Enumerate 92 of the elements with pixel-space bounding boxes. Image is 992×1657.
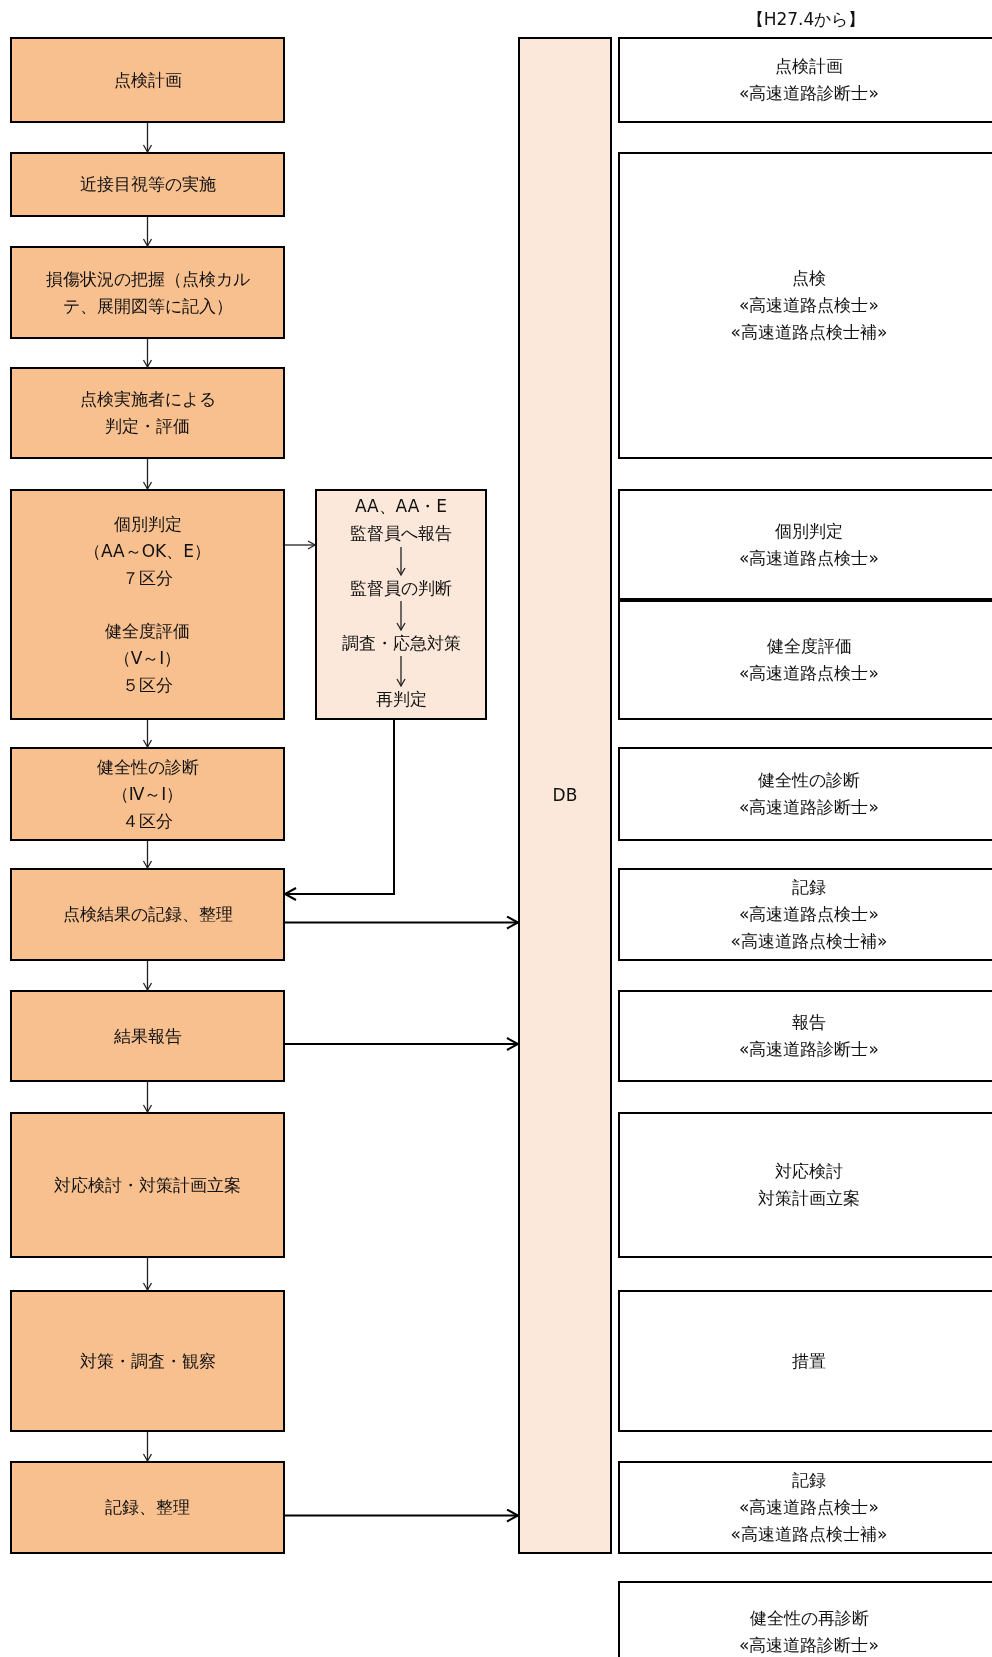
box-text: 点検計画 [113,68,182,92]
role-box [618,1290,992,1432]
arrow [284,915,519,930]
box-text: 個別判定 [113,512,182,536]
process-box [10,37,285,123]
box-text: 健全度評価 [766,635,852,658]
box-text: «高速道路点検士» [739,294,879,317]
box-text: 点検 [792,267,826,290]
box-text: «高速道路点検士補» [730,930,888,953]
box-text: ５区分 [122,673,173,697]
box-text: «高速道路診断士» [739,1634,879,1657]
arrow [142,122,153,153]
box-text: «高速道路点検士補» [730,321,888,344]
box-text: ７区分 [122,566,173,590]
step-text: 監督員へ報告 [350,522,452,545]
box-text: 対応検討・対策計画立案 [54,1173,241,1197]
box-text: 判定・評価 [105,415,190,438]
box-text: 健全性の再診断 [749,1607,869,1630]
process-box [10,868,285,961]
box-text: «高速道路診断士» [739,796,879,819]
step-text: 再判定 [375,687,427,711]
box-text: «高速道路点検士» [739,1496,879,1519]
arrow [142,216,153,247]
arrow [142,1257,153,1291]
arrow [142,458,153,490]
box-text: «高速道路点検士» [739,546,879,570]
role-box [618,1581,992,1657]
box-text: 損傷状況の把握（点検カルテ、展開図等に記入） [44,267,251,318]
arrow [396,546,406,576]
process-box [10,1461,285,1554]
box-text: （AA～OK、E） [84,539,211,563]
role-box [618,152,992,459]
role-box [618,489,992,600]
role-box [618,37,992,123]
database-column [518,37,612,1554]
arrow [396,600,406,631]
box-text: «高速道路点検士» [739,903,879,926]
box-text: 点検計画 [775,55,843,78]
box-text: 対策・調査・観察 [79,1349,216,1373]
box-text: 対応検討 [775,1160,843,1183]
role-box [618,868,992,961]
arrow [142,719,153,748]
box-text: «高速道路点検士» [739,662,879,685]
box-text: 記録 [792,1469,826,1492]
process-box [10,489,285,720]
box-text: 記録、整理 [105,1496,190,1519]
box-text: DB [552,784,578,807]
box-text: ４区分 [122,809,173,833]
box-text: 措置 [792,1349,826,1373]
arrow [284,540,316,550]
arrow [284,719,395,901]
box-text: 点検実施者による [79,388,216,411]
box-text: «高速道路診断士» [739,1038,879,1061]
process-box [10,246,285,339]
role-box [618,600,992,720]
box-text: （Ⅴ～Ⅰ） [113,646,182,670]
box-text: 記録 [792,876,826,899]
arrow [142,1081,153,1113]
box-text: 報告 [792,1011,826,1034]
arrow [142,840,153,869]
process-box [10,152,285,217]
box-text: «高速道路点検士補» [730,1523,888,1546]
arrow [142,960,153,991]
arrow [142,338,153,368]
role-box [618,990,992,1082]
step-text: AA、AA・E [354,495,448,518]
box-text: 対策計画立案 [758,1187,860,1210]
box-text: 健全度評価 [105,619,190,643]
box-text: （Ⅳ～Ⅰ） [111,782,184,806]
box-text: «高速道路診断士» [739,82,879,105]
process-box [10,1112,285,1258]
box-text: 近接目視等の実施 [79,173,216,196]
process-box [10,747,285,841]
process-box [10,367,285,459]
box-text: 結果報告 [113,1024,182,1048]
arrow [142,1431,153,1462]
box-text: 個別判定 [775,519,843,543]
arrow [396,655,406,687]
arrow [284,1508,519,1523]
role-box [618,1112,992,1258]
process-box [10,990,285,1082]
role-box [618,747,992,841]
box-text: 健全性の診断 [758,769,860,792]
role-box [618,1461,992,1554]
step-text: 監督員の判断 [350,576,452,600]
box-text: 健全性の診断 [96,755,199,779]
arrow [284,1037,519,1051]
date-note: 【H27.4から】 [745,8,867,31]
process-box [10,1290,285,1432]
step-text: 調査・応急対策 [341,631,461,655]
report-box [315,489,487,720]
box-text: 点検結果の記録、整理 [62,903,233,926]
